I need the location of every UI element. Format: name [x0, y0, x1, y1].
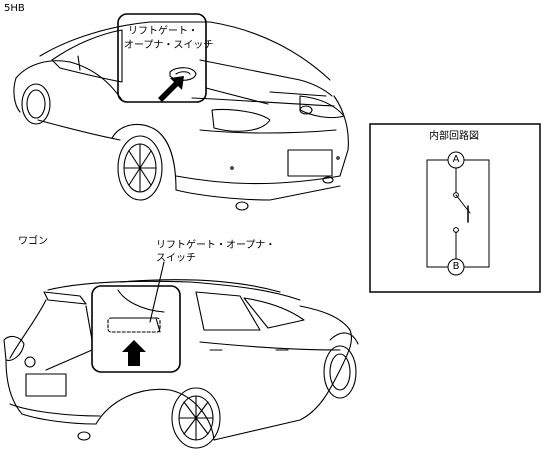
- callout-5hb-line1: リフトゲート・: [128, 26, 198, 37]
- circuit-frame: [369, 123, 541, 293]
- arrow-wagon: [122, 340, 146, 366]
- terminal-a-label: A: [452, 154, 460, 165]
- terminal-b-circle: [447, 258, 465, 276]
- terminal-b-label: B: [452, 261, 460, 272]
- model-label-5hb: 5HB: [4, 3, 25, 14]
- callout-5hb-line2: オープナ・スイッチ: [124, 40, 214, 51]
- hatchback-car-illustration: [13, 21, 349, 211]
- circuit-title: 内部回路図: [429, 131, 479, 142]
- terminal-a-circle: [447, 151, 465, 169]
- circuit-panel: [369, 123, 541, 293]
- arrow-5hb: [158, 76, 184, 102]
- callout-box-5hb: [117, 13, 207, 103]
- wagon-car-illustration: [3, 279, 359, 449]
- callout-wagon-line2: スイッチ: [156, 253, 196, 264]
- callout-box-wagon: [91, 285, 181, 373]
- callout-wagon-line1: リフトゲート・オープナ・: [156, 240, 276, 251]
- model-label-wagon: ワゴン: [18, 236, 48, 247]
